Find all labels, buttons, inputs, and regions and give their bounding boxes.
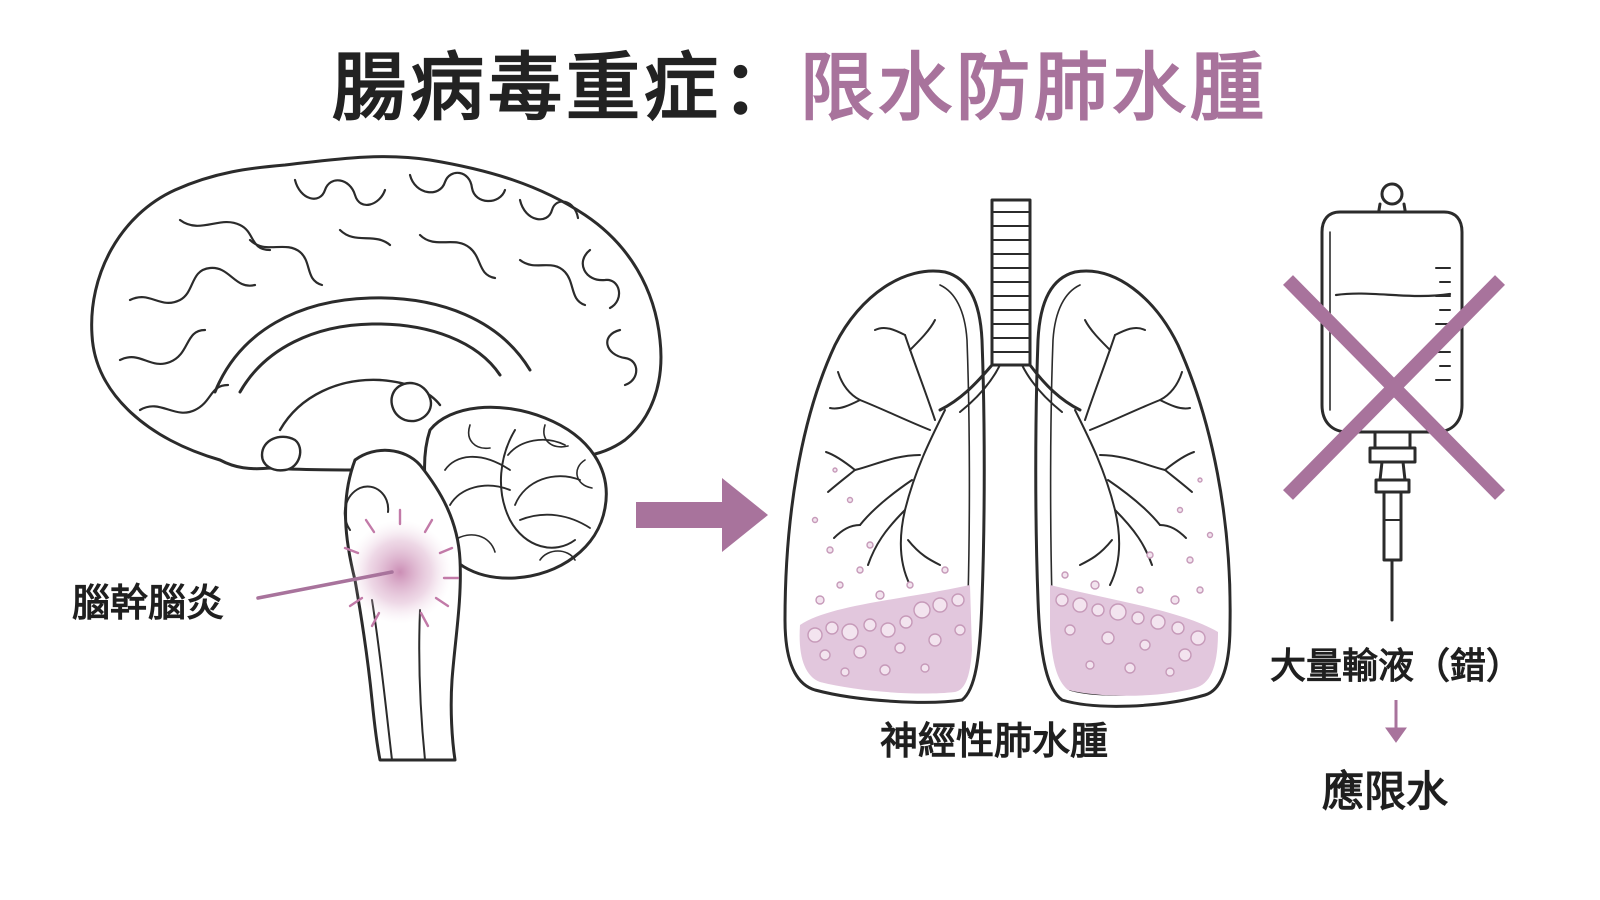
arrow-right-icon (636, 478, 768, 552)
cross-x-icon (1283, 275, 1505, 500)
brainstem-encephalitis-label: 腦幹腦炎 (72, 581, 225, 625)
title-main: 腸病毒重症： (332, 45, 800, 131)
mass-infusion-label: 大量輸液（錯） (1270, 646, 1523, 687)
page-title: 腸病毒重症：限水防肺水腫 (0, 28, 1600, 135)
neurogenic-pulmonary-edema-label: 神經性肺水腫 (880, 719, 1109, 763)
iv-drip-bag-icon (1320, 182, 1464, 622)
title-accent: 限水防肺水腫 (800, 45, 1268, 131)
restrict-fluid-label: 應限水 (1322, 767, 1449, 816)
brain-sagittal-icon (90, 155, 663, 762)
lesion-highlight-icon (343, 508, 460, 628)
arrow-down-icon (1385, 700, 1407, 743)
brainstem-leader-line (256, 570, 394, 600)
lungs-icon (783, 198, 1232, 708)
